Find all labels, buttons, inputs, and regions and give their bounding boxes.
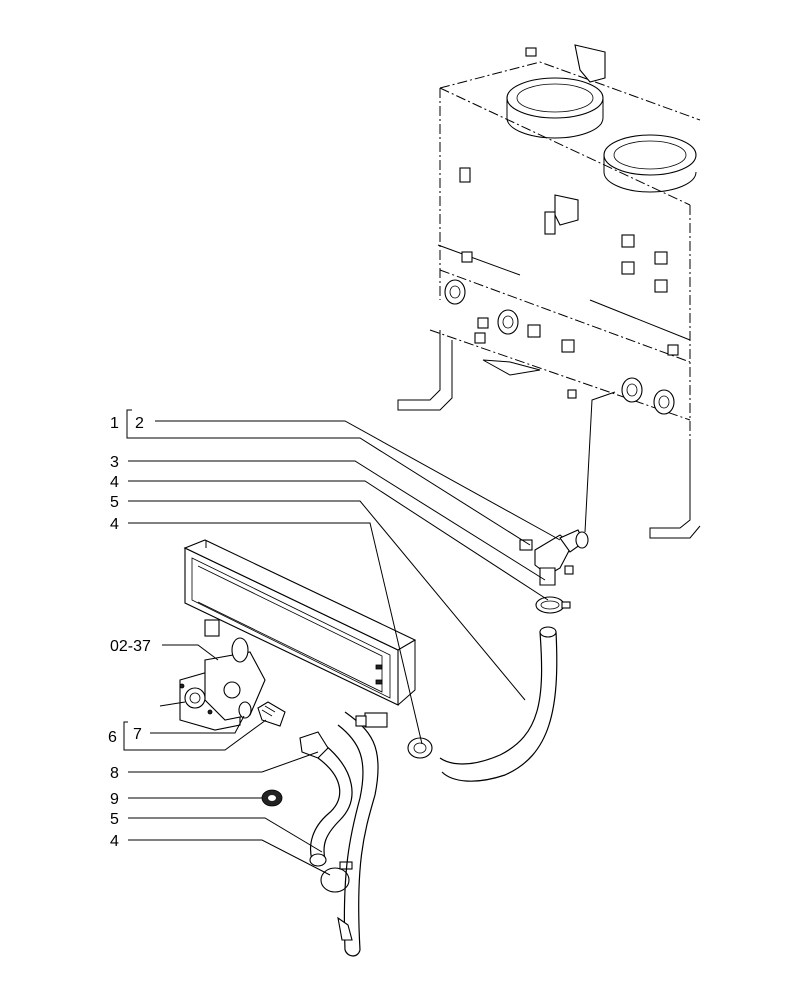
pump <box>159 637 266 731</box>
pump-hose <box>299 731 353 867</box>
callout-7: 7 <box>133 726 142 743</box>
callout-1: 1 <box>110 415 119 432</box>
adapter-fitting <box>257 701 286 727</box>
callout-4: 4 <box>110 833 119 850</box>
callout-8: 8 <box>110 765 119 782</box>
callout-3: 3 <box>110 454 119 471</box>
callout-5: 5 <box>110 494 119 511</box>
oil-cooler <box>183 539 417 706</box>
cooler-hose <box>337 711 379 957</box>
hose-clamp <box>535 596 571 614</box>
nut <box>261 789 283 807</box>
hose-clamp <box>407 737 433 759</box>
callout-02-37: 02-37 <box>110 638 151 655</box>
o-ring <box>238 701 252 719</box>
callout-labels: 1 2 3 4 5 4 02-37 6 7 8 9 5 4 <box>108 415 151 850</box>
callout-4: 4 <box>110 516 119 533</box>
callout-5: 5 <box>110 811 119 828</box>
callout-6: 6 <box>108 729 117 746</box>
leader-lines <box>123 391 616 876</box>
elbow-fitting <box>519 529 589 586</box>
hose-clamp <box>320 861 353 893</box>
callout-2: 2 <box>135 415 144 432</box>
cooler-fitting <box>355 712 388 728</box>
hydraulic-tank <box>397 44 701 539</box>
callout-9: 9 <box>110 791 119 808</box>
callout-4: 4 <box>110 474 119 491</box>
return-hose <box>439 626 558 782</box>
hose-end <box>337 916 353 941</box>
